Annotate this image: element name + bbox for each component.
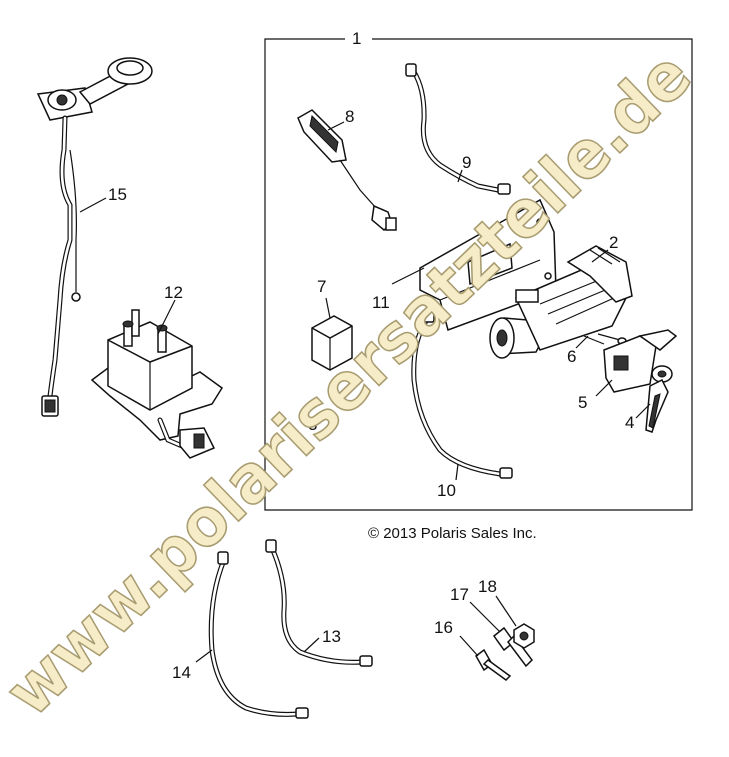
callout-2: 2 bbox=[609, 233, 618, 252]
callout-labels: 1 2 3 4 5 6 7 8 9 10 11 12 13 14 15 16 1… bbox=[108, 29, 634, 682]
part-9-cable bbox=[405, 63, 511, 195]
part-16-bolt bbox=[475, 648, 512, 681]
callout-7: 7 bbox=[317, 277, 326, 296]
callout-1: 1 bbox=[352, 29, 361, 48]
part-2-winch bbox=[489, 245, 633, 359]
part-4-key-switch bbox=[645, 365, 673, 433]
callout-6: 6 bbox=[567, 347, 576, 366]
callout-18: 18 bbox=[478, 577, 497, 596]
callout-15: 15 bbox=[108, 185, 127, 204]
callout-16: 16 bbox=[434, 618, 453, 637]
part-14-cable bbox=[208, 551, 309, 719]
part-7-box bbox=[311, 315, 353, 371]
part-12-contactor bbox=[90, 309, 224, 459]
part-17-bolt bbox=[492, 626, 533, 668]
leader-lines bbox=[79, 121, 651, 663]
part-8-switch bbox=[297, 109, 397, 231]
callout-8: 8 bbox=[345, 107, 354, 126]
callout-14: 14 bbox=[172, 663, 191, 682]
part-15-harness bbox=[36, 57, 153, 417]
copyright-notice: © 2013 Polaris Sales Inc. bbox=[368, 525, 537, 542]
callout-12: 12 bbox=[164, 283, 183, 302]
part-10-cable bbox=[411, 309, 513, 479]
callout-5: 5 bbox=[578, 393, 587, 412]
part-13-cable bbox=[265, 539, 373, 667]
callout-10: 10 bbox=[437, 481, 456, 500]
part-5-bracket bbox=[603, 329, 678, 393]
callout-9: 9 bbox=[462, 153, 471, 172]
callout-11: 11 bbox=[372, 293, 390, 312]
callout-17: 17 bbox=[450, 585, 469, 604]
part-18-nut bbox=[513, 623, 535, 649]
callout-3: 3 bbox=[308, 415, 317, 434]
callout-13: 13 bbox=[322, 627, 341, 646]
kit-boundary-box bbox=[264, 38, 693, 511]
callout-4: 4 bbox=[625, 413, 634, 432]
